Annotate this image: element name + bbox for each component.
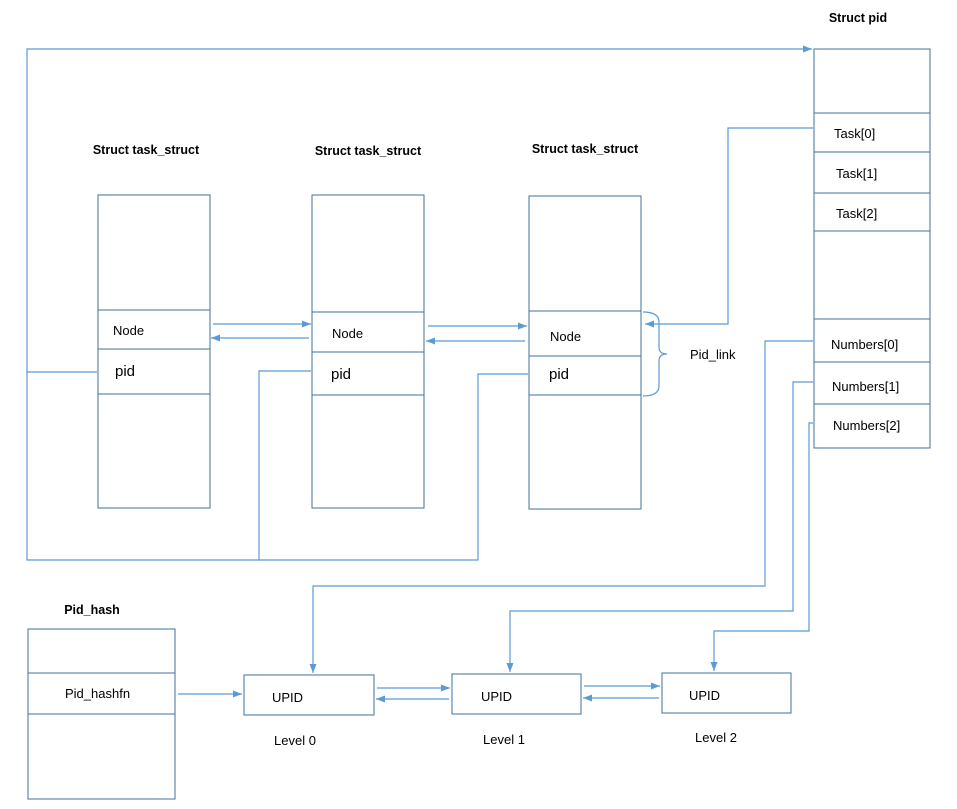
- struct-pid-numbers-1: Numbers[1]: [832, 379, 899, 394]
- struct-pid-numbers-0: Numbers[0]: [831, 337, 898, 352]
- connectors: [26, 45, 813, 703]
- level-2-label: Level 2: [695, 730, 737, 745]
- task0-to-pid-link-arrow: [645, 127, 813, 328]
- task-struct-2-pid-field: pid: [331, 366, 351, 383]
- struct-pid-task-0: Task[0]: [834, 126, 875, 141]
- pid-link-label: Pid_link: [690, 347, 736, 362]
- task-struct-3-box: [528, 195, 642, 510]
- numbers0-to-upid0-arrow: [309, 340, 813, 673]
- upid-1: UPID Level 1: [451, 673, 582, 747]
- task-struct-1-title: Struct task_struct: [93, 143, 200, 157]
- task-struct-1-pid-field: pid: [115, 363, 135, 380]
- task-struct-1-node-field: Node: [113, 323, 144, 338]
- struct-pid-task-1: Task[1]: [836, 166, 877, 181]
- numbers2-to-upid2-arrow: [710, 422, 813, 671]
- upid-0-label: UPID: [272, 690, 303, 705]
- struct-pid: Struct pid Task[0] Task[1] Task[2] Numbe…: [813, 11, 931, 449]
- upid-0: UPID Level 0: [243, 674, 375, 748]
- upid-1-box: [451, 673, 582, 715]
- task-struct-3: Struct task_struct Node pid: [528, 142, 642, 510]
- task-struct-3-pid-field: pid: [549, 366, 569, 383]
- level-1-label: Level 1: [483, 732, 525, 747]
- struct-pid-task-2: Task[2]: [836, 206, 877, 221]
- pid-hash-field: Pid_hashfn: [65, 686, 130, 701]
- level-0-label: Level 0: [274, 733, 316, 748]
- task-struct-3-title: Struct task_struct: [532, 142, 639, 156]
- pid-link-brace: [642, 311, 668, 397]
- task-struct-2-node-field: Node: [332, 326, 363, 341]
- upid-1-label: UPID: [481, 689, 512, 704]
- task-struct-2: Struct task_struct Node pid: [311, 144, 425, 509]
- upid-2-label: UPID: [689, 688, 720, 703]
- pid-3-loop-line: [259, 373, 528, 561]
- pid-hash-title: Pid_hash: [64, 603, 120, 617]
- struct-pid-box: [813, 48, 931, 449]
- numbers1-to-upid1-arrow: [506, 381, 813, 672]
- task-struct-2-title: Struct task_struct: [315, 144, 422, 158]
- task-struct-1: Struct task_struct Node pid: [93, 143, 211, 509]
- upid-2: UPID Level 2: [661, 672, 792, 745]
- upid-2-box: [661, 672, 792, 714]
- pid-hash: Pid_hash Pid_hashfn: [27, 603, 176, 800]
- upid-0-box: [243, 674, 375, 716]
- struct-pid-title: Struct pid: [829, 11, 887, 25]
- task-struct-3-node-field: Node: [550, 329, 581, 344]
- pid-1-to-struct-pid-arrow: [26, 45, 812, 373]
- task-struct-1-box: [97, 194, 211, 509]
- struct-pid-numbers-2: Numbers[2]: [833, 418, 900, 433]
